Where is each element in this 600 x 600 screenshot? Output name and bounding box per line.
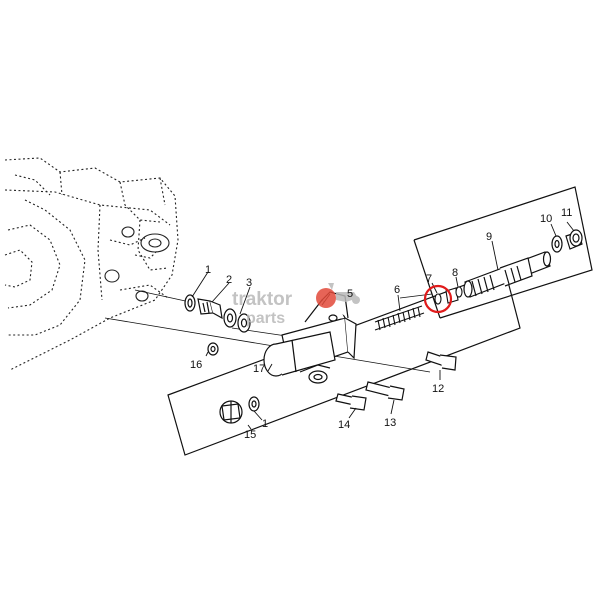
callout-12: 12	[432, 383, 444, 395]
part-1-o-ring	[184, 294, 196, 312]
callout-13: 13	[384, 417, 396, 429]
callout-labels: 1 2 3 5 6 7 8 9 10 11 12 13 14 15 1 16 1…	[190, 207, 572, 441]
watermark-line1: traktor	[232, 289, 293, 310]
part-15-plug	[219, 400, 243, 424]
callout-15: 15	[244, 429, 256, 441]
callout-17: 17	[253, 363, 265, 375]
part-9-spool	[463, 251, 552, 298]
callout-11: 11	[561, 207, 572, 219]
callout-10: 10	[540, 213, 552, 225]
part-13-bolt	[365, 381, 405, 401]
callout-9: 9	[486, 231, 492, 243]
engine-block-outline	[4, 157, 179, 371]
callout-3: 3	[246, 277, 252, 289]
callout-1-lower: 1	[262, 418, 268, 430]
highlight-circle	[423, 284, 453, 314]
tractor-logo-icon	[316, 283, 360, 308]
callout-2: 2	[226, 274, 232, 286]
part-3-washers	[223, 308, 251, 333]
part-8-spring-plug	[445, 286, 463, 304]
watermark: traktor parts	[232, 283, 360, 327]
part-10-seal	[551, 235, 563, 253]
assembly-frame	[167, 186, 593, 456]
callout-16: 16	[190, 359, 202, 371]
part-7-washer	[434, 293, 442, 305]
part-1-lower-o-ring	[248, 396, 260, 412]
callout-5: 5	[347, 288, 353, 300]
callout-1-upper: 1	[205, 264, 211, 276]
part-2-fitting	[197, 298, 223, 320]
part-12-bolt	[425, 351, 457, 371]
part-6-spring	[374, 305, 425, 331]
part-14-bolt	[335, 393, 367, 411]
watermark-line2: parts	[246, 310, 285, 327]
callout-14: 14	[338, 419, 350, 431]
callout-7: 7	[426, 273, 432, 285]
callout-8: 8	[452, 267, 458, 279]
engine-block-bosses	[104, 226, 170, 302]
part-11-plug	[565, 229, 583, 250]
callout-6: 6	[394, 284, 400, 296]
part-16-o-ring	[207, 342, 219, 356]
